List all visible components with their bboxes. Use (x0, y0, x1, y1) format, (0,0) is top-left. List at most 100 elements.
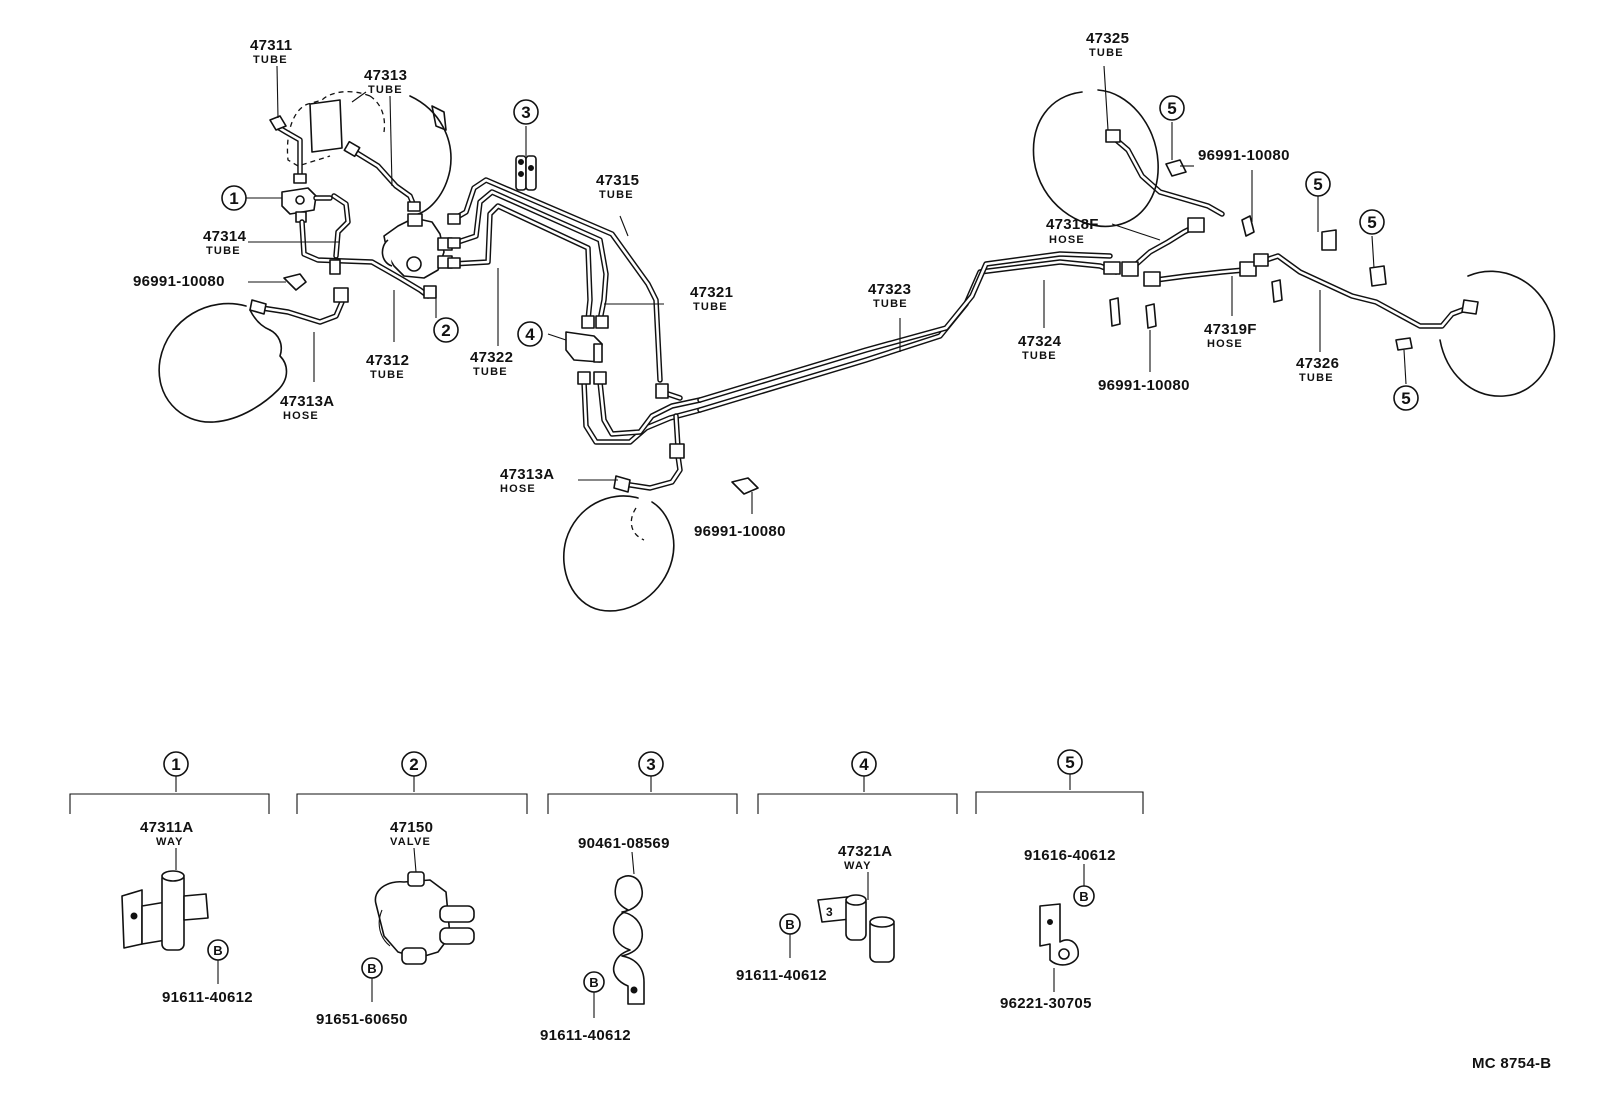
label-47313: 47313 (364, 67, 407, 84)
group-2-bolt-symbol: B (367, 961, 376, 976)
label-47324: 47324 (1018, 333, 1062, 350)
hose-47319F (1143, 261, 1257, 287)
label-96991-left: 96991-10080 (133, 273, 225, 290)
detail-group-1: 1 47311A WAY B 91611-40612 (69, 751, 270, 1006)
group-4-part: 47321A (838, 843, 892, 860)
detail-group-2: 2 47150 VALVE B 91651-60650 (296, 751, 528, 1028)
label-47322: 47322 (470, 349, 513, 366)
clamp-3 (515, 155, 537, 191)
label-47325-desc: TUBE (1089, 47, 1124, 59)
label-47311-desc: TUBE (253, 54, 288, 66)
label-47314: 47314 (203, 228, 247, 245)
clip-96991-10080-left (283, 273, 307, 291)
hose-47318F (1121, 217, 1205, 277)
label-47318F: 47318F (1046, 216, 1099, 233)
label-47325: 47325 (1086, 30, 1129, 47)
label-47326-desc: TUBE (1299, 372, 1334, 384)
label-47319F-desc: HOSE (1207, 338, 1243, 350)
tube-47323-long (697, 251, 1121, 413)
three-way-4 (565, 331, 603, 363)
hose-47313A-front-right (562, 443, 685, 612)
label-47313-desc: TUBE (368, 84, 403, 96)
group-2-bolt: 91651-60650 (316, 1011, 408, 1028)
detail-group-3: 3 90461-08569 B 91611-40612 (540, 751, 738, 1044)
label-47322-desc: TUBE (473, 366, 508, 378)
group-1-bolt-symbol: B (213, 943, 222, 958)
label-47315: 47315 (596, 172, 639, 189)
svg-text:5: 5 (1401, 389, 1410, 408)
drawing-code: MC 8754-B (1472, 1055, 1551, 1072)
tube-47311 (269, 115, 307, 184)
tube-47321-lower (577, 371, 703, 451)
svg-text:1: 1 (229, 189, 238, 208)
label-96991-rear-bottom: 96991-10080 (1098, 377, 1190, 394)
group-4-number: 4 (859, 755, 869, 774)
group-4-bolt: 91611-40612 (736, 967, 827, 984)
label-47314-desc: TUBE (206, 245, 241, 257)
main-labels: 47311 TUBE 47313 TUBE 47314 TUBE 96991-1… (133, 30, 1339, 540)
group-5-number: 5 (1065, 753, 1074, 772)
group-3-number: 3 (646, 755, 655, 774)
group-3-part: 90461-08569 (578, 835, 670, 852)
brake-booster-assembly (286, 90, 452, 215)
group-1-bolt: 91611-40612 (162, 989, 253, 1006)
tube-47325 (1032, 89, 1225, 228)
three-way-1 (281, 187, 333, 223)
label-47326: 47326 (1296, 355, 1339, 372)
hose-47313A-front-left (158, 287, 349, 423)
tube-47326 (1253, 253, 1556, 397)
callout-4: 4 (517, 321, 543, 347)
label-47312-desc: TUBE (370, 369, 405, 381)
group-3-bolt: 91611-40612 (540, 1027, 631, 1044)
label-96991-center: 96991-10080 (694, 523, 786, 540)
label-47313A-center: 47313A (500, 466, 554, 483)
label-47312: 47312 (366, 352, 409, 369)
group-5-bolt-symbol: B (1079, 889, 1088, 904)
tube-47314-47312 (299, 193, 437, 299)
proportioning-valve-2 (381, 213, 453, 279)
group-4-desc: WAY (844, 860, 872, 872)
label-96991-rear-top: 96991-10080 (1198, 147, 1290, 164)
detail-group-4: 4 47321A WAY 3 B 91611-40612 (736, 751, 958, 984)
callout-2: 2 (433, 317, 459, 343)
group-3-bolt-symbol: B (589, 975, 598, 990)
callout-5-a: 5 (1159, 95, 1185, 121)
svg-text:2: 2 (441, 321, 450, 340)
group-5-bolt: 96221-30705 (1000, 995, 1092, 1012)
svg-text:4: 4 (525, 325, 535, 344)
clip-96991-10080-center (731, 477, 759, 495)
group-1-part: 47311A (140, 819, 194, 836)
svg-text:5: 5 (1167, 99, 1176, 118)
detail-group-5: 5 91616-40612 B 96221-30705 (975, 749, 1144, 1012)
label-47315-desc: TUBE (599, 189, 634, 201)
callout-5-d: 5 (1393, 385, 1419, 411)
label-47313A-left: 47313A (280, 393, 334, 410)
label-47313A-left-desc: HOSE (283, 410, 319, 422)
callout-5-c: 5 (1359, 209, 1385, 235)
group-4-glyph: 3 (826, 905, 833, 919)
leader-lines (245, 65, 1407, 514)
label-47311: 47311 (250, 37, 292, 54)
label-47323-desc: TUBE (873, 298, 908, 310)
label-47323: 47323 (868, 281, 911, 298)
callout-5-b: 5 (1305, 171, 1331, 197)
label-47319F: 47319F (1204, 321, 1257, 338)
group-2-number: 2 (409, 755, 418, 774)
callout-3: 3 (513, 99, 539, 125)
group-1-desc: WAY (156, 836, 184, 848)
callout-circles: 1 2 3 4 5 5 5 5 (221, 95, 1419, 411)
label-47321-desc: TUBE (693, 301, 728, 313)
label-47318F-desc: HOSE (1049, 234, 1085, 246)
tube-47313 (343, 140, 421, 212)
callout-1: 1 (221, 185, 247, 211)
group-4-bolt-symbol: B (785, 917, 794, 932)
rear-clips (1109, 159, 1413, 351)
label-47313A-center-desc: HOSE (500, 483, 536, 495)
group-1-number: 1 (171, 755, 180, 774)
group-2-part: 47150 (390, 819, 433, 836)
svg-text:5: 5 (1313, 175, 1322, 194)
tube-bundle-47315-47322 (447, 177, 663, 383)
label-47324-desc: TUBE (1022, 350, 1057, 362)
group-5-part: 91616-40612 (1024, 847, 1116, 864)
